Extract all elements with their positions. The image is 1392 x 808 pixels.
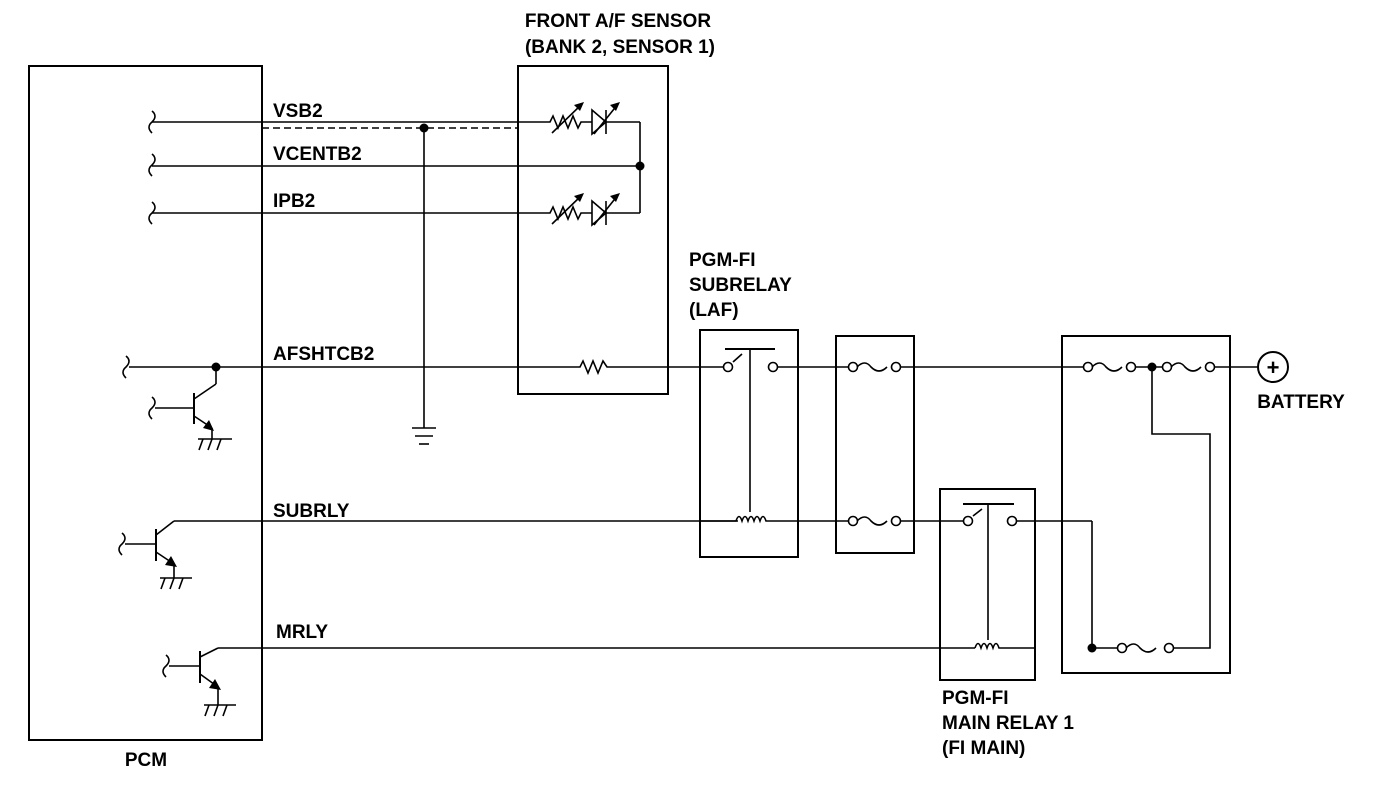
afshtcb2-driver-transistor	[148, 367, 232, 451]
ipb2-label: IPB2	[273, 191, 315, 212]
subrelay-box	[699, 329, 799, 558]
afshtcb2-label: AFSHTCB2	[273, 344, 374, 365]
vsb2-label: VSB2	[273, 101, 323, 122]
signal-wires: VSB2 VCENTB2 IPB2 AFSHTCB2 SUBRLY MRLY	[129, 101, 975, 649]
subrly-driver-transistor	[118, 520, 192, 590]
front-af-sensor: FRONT A/F SENSOR (BANK 2, SENSOR 1)	[517, 11, 715, 395]
battery-label: BATTERY	[1257, 392, 1345, 413]
mrly-label: MRLY	[276, 622, 328, 643]
subrly-label: SUBRLY	[273, 501, 350, 522]
vcentb2-input-squiggle	[148, 153, 156, 177]
subrly-fuse	[847, 515, 902, 527]
battery: + BATTERY	[1257, 351, 1345, 413]
af-sensor-heater	[518, 358, 668, 376]
subrelay-title-line1: PGM-FI	[689, 250, 756, 271]
sensor-title-line2: (BANK 2, SENSOR 1)	[525, 37, 715, 58]
fuse-box-1	[798, 335, 1084, 554]
subrelay-title-line3: (LAF)	[689, 300, 739, 321]
pcm-box	[28, 65, 263, 741]
afshtcb2-node	[211, 362, 221, 372]
ipb2-cell-element	[518, 193, 640, 227]
laf-fuse	[847, 361, 902, 373]
fi-main-node	[1087, 643, 1097, 653]
subrelay-coil	[700, 515, 798, 524]
afshtcb2-input-squiggle	[122, 355, 130, 379]
mainrelay-title-line3: (FI MAIN)	[942, 738, 1025, 759]
vcentb2-label: VCENTB2	[273, 144, 362, 165]
mrly-driver-transistor	[162, 647, 236, 717]
main-fuse-b	[1161, 361, 1216, 373]
sensor-title-line1: FRONT A/F SENSOR	[525, 11, 711, 32]
vsb2-cell-element	[518, 102, 640, 136]
mainrelay-coil	[974, 642, 1035, 651]
fuse-box-2	[1061, 335, 1258, 674]
mainrelay-box	[939, 488, 1036, 681]
fuse-box-1-frame	[835, 335, 915, 554]
battery-terminal	[1257, 351, 1289, 383]
pcm-label: PCM	[125, 750, 167, 771]
subrelay-title-line2: SUBRELAY	[689, 275, 792, 296]
pgm-fi-main-relay-1: PGM-FI MAIN RELAY 1 (FI MAIN)	[939, 488, 1092, 759]
pcm-module: PCM	[28, 65, 263, 771]
sensor-box	[517, 65, 669, 395]
shield-ground-symbol	[412, 427, 436, 445]
pgm-fi-subrelay: PGM-FI SUBRELAY (LAF)	[668, 250, 799, 558]
fi-main-fuse	[1116, 642, 1175, 654]
mainrelay-title-line1: PGM-FI	[942, 688, 1009, 709]
fuse-box-2-frame	[1061, 335, 1231, 674]
mainrelay-title-line2: MAIN RELAY 1	[942, 713, 1074, 734]
main-fuse-a	[1082, 361, 1137, 373]
battery-plus-icon: +	[1267, 355, 1280, 380]
